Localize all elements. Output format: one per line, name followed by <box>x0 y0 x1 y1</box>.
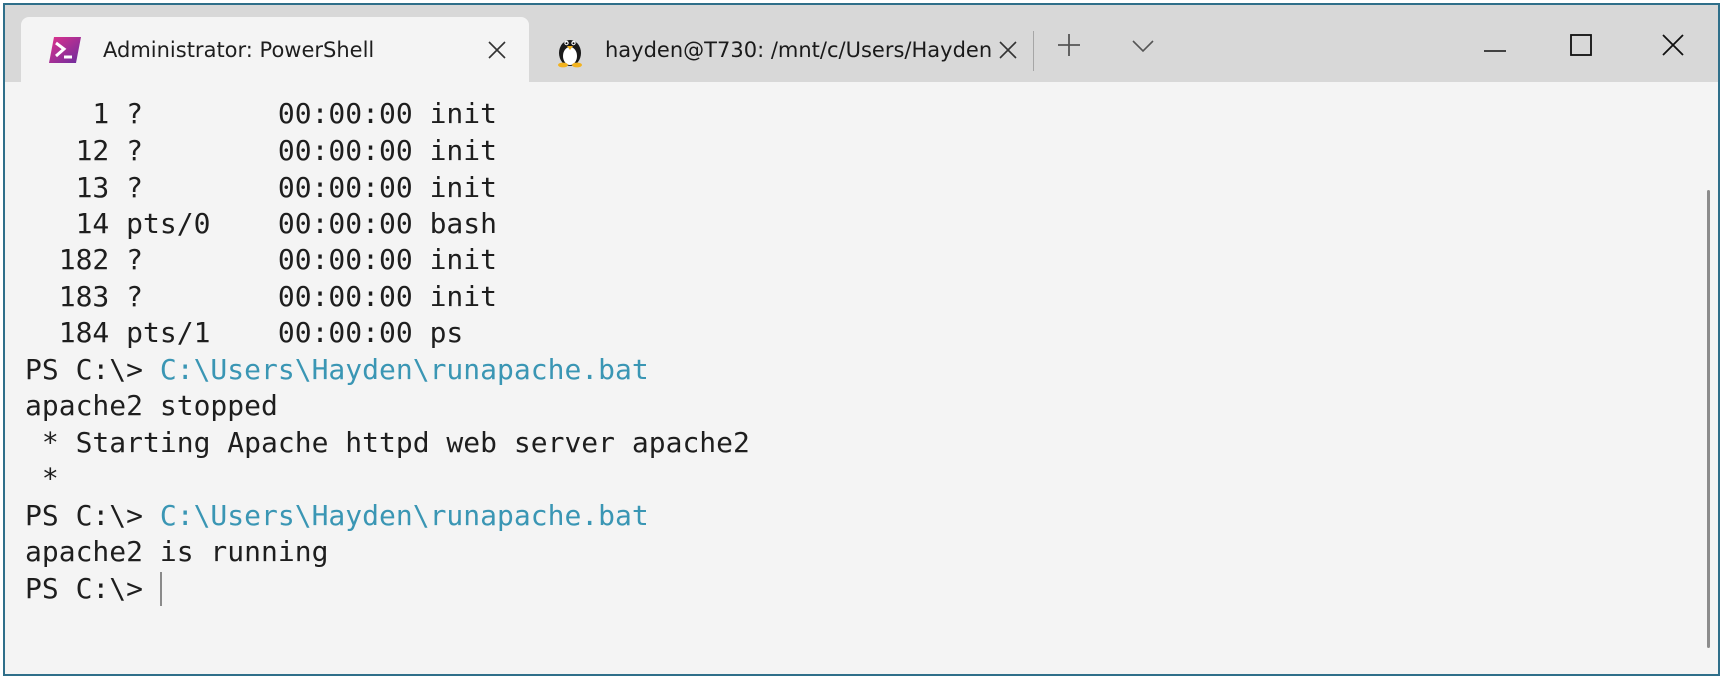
output-line: * <box>25 462 59 495</box>
prompt: PS C:\> <box>25 572 160 605</box>
tab-title: Administrator: PowerShell <box>103 37 375 62</box>
maximize-icon <box>1570 34 1592 60</box>
close-icon <box>1662 34 1684 60</box>
output-line: apache2 is running <box>25 535 329 568</box>
tab-powershell[interactable]: Administrator: PowerShell <box>21 17 529 82</box>
maximize-button[interactable] <box>1561 27 1601 67</box>
terminal-output[interactable]: 1 ? 00:00:00 init 12 ? 00:00:00 init 13 … <box>5 82 1718 674</box>
command-text: C:\Users\Hayden\runapache.bat <box>159 499 649 532</box>
process-line: 182 ? 00:00:00 init <box>25 243 498 276</box>
powershell-icon <box>47 32 83 68</box>
output-line: apache2 stopped <box>25 389 278 422</box>
chevron-down-icon <box>1132 38 1154 57</box>
plus-icon <box>1057 33 1081 61</box>
process-line: 12 ? 00:00:00 init <box>25 134 498 167</box>
prompt: PS C:\> <box>25 353 160 386</box>
tab-separator <box>1033 31 1034 71</box>
new-tab-button[interactable] <box>1049 27 1089 67</box>
tab-wsl[interactable]: hayden@T730: /mnt/c/Users/Hayden <box>541 17 1021 82</box>
tab-title: hayden@T730: /mnt/c/Users/Hayden <box>605 37 993 62</box>
minimize-button[interactable] <box>1475 27 1515 67</box>
text-cursor <box>160 572 162 606</box>
title-bar: Administrator: PowerShell hay <box>5 5 1718 82</box>
scrollbar[interactable] <box>1707 190 1710 648</box>
process-line: 183 ? 00:00:00 init <box>25 280 498 313</box>
minimize-icon <box>1484 38 1506 57</box>
tab-close-icon[interactable] <box>995 32 1021 68</box>
current-prompt-line[interactable]: PS C:\> <box>25 569 160 609</box>
prompt: PS C:\> <box>25 499 160 532</box>
command-text: C:\Users\Hayden\runapache.bat <box>159 353 649 386</box>
output-line: * Starting Apache httpd web server apach… <box>25 426 750 459</box>
process-line: 1 ? 00:00:00 init <box>25 97 498 130</box>
tab-dropdown-button[interactable] <box>1123 27 1163 67</box>
close-window-button[interactable] <box>1653 27 1693 67</box>
tab-close-icon[interactable] <box>479 32 515 68</box>
process-line: 184 pts/1 00:00:00 ps <box>25 316 464 349</box>
process-line: 13 ? 00:00:00 init <box>25 171 498 204</box>
command-line: PS C:\> C:\Users\Hayden\runapache.bat <box>25 496 649 536</box>
linux-tux-icon <box>555 32 585 68</box>
terminal-window: Administrator: PowerShell hay <box>3 3 1720 676</box>
process-line: 14 pts/0 00:00:00 bash <box>25 207 498 240</box>
command-line: PS C:\> C:\Users\Hayden\runapache.bat <box>25 350 649 390</box>
